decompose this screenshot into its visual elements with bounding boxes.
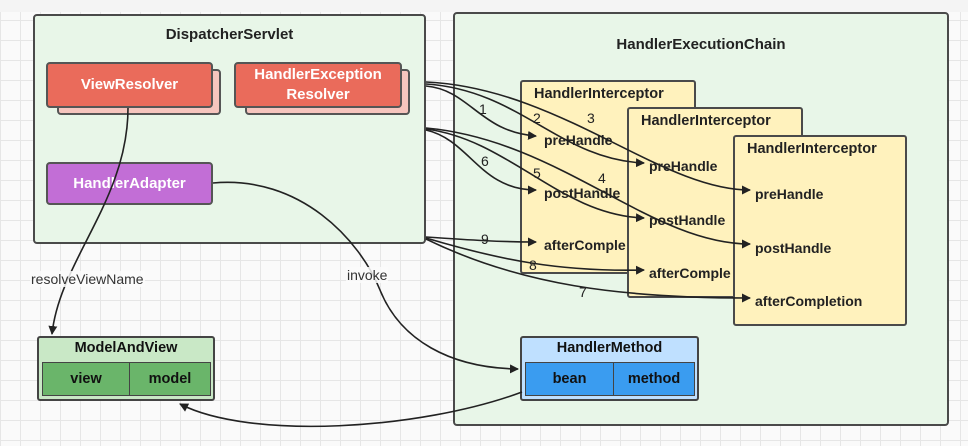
step-number-6: 6 xyxy=(481,153,489,169)
handler-method-method-cell: method xyxy=(613,362,695,396)
handler-interceptor-3: HandlerInterceptor preHandle postHandle … xyxy=(733,135,907,326)
model-and-view-view-cell: view xyxy=(42,362,130,396)
view-resolver-label: ViewResolver xyxy=(80,76,179,93)
step-number-4: 4 xyxy=(598,170,606,186)
interceptor-2-aftercompletion: afterComple xyxy=(649,265,731,281)
step-number-5: 5 xyxy=(533,165,541,181)
view-resolver-box: ViewResolver xyxy=(46,62,213,108)
handler-interceptor-1-title: HandlerInterceptor xyxy=(534,86,664,102)
interceptor-2-posthandle: postHandle xyxy=(649,212,726,228)
interceptor-2-prehandle: preHandle xyxy=(649,158,718,174)
step-number-1: 1 xyxy=(479,101,487,117)
handler-method-box: HandlerMethod bean method xyxy=(520,336,699,401)
resolve-view-name-label: resolveViewName xyxy=(30,271,145,287)
top-shade xyxy=(0,0,968,12)
handler-method-title: HandlerMethod xyxy=(556,340,663,356)
handler-method-bean-cell: bean xyxy=(525,362,614,396)
model-and-view-box: ModelAndView view model xyxy=(37,336,215,401)
handler-interceptor-3-title: HandlerInterceptor xyxy=(747,141,877,157)
model-and-view-model-cell: model xyxy=(129,362,211,396)
interceptor-3-prehandle: preHandle xyxy=(755,186,824,202)
step-number-3: 3 xyxy=(587,110,595,126)
interceptor-1-aftercompletion: afterComple xyxy=(544,237,626,253)
dispatcher-servlet-container: DispatcherServlet xyxy=(33,14,426,244)
handler-interceptor-2-title: HandlerInterceptor xyxy=(641,113,771,129)
invoke-label: invoke xyxy=(346,267,389,283)
exception-resolver-line2: Resolver xyxy=(286,86,350,103)
exception-resolver-box: HandlerException Resolver xyxy=(234,62,402,108)
step-number-8: 8 xyxy=(529,257,537,273)
interceptor-3-posthandle: postHandle xyxy=(755,240,832,256)
handler-adapter-label: HandlerAdapter xyxy=(73,175,186,192)
exception-resolver-line1: HandlerException xyxy=(254,66,382,83)
model-and-view-title: ModelAndView xyxy=(74,340,178,356)
interceptor-3-aftercompletion: afterCompletion xyxy=(755,293,863,309)
interceptor-1-posthandle: postHandle xyxy=(544,185,621,201)
step-number-9: 9 xyxy=(481,231,489,247)
handler-adapter-box: HandlerAdapter xyxy=(46,162,213,205)
dispatcher-servlet-title: DispatcherServlet xyxy=(165,26,294,43)
step-number-2: 2 xyxy=(533,110,541,126)
handler-execution-chain-title: HandlerExecutionChain xyxy=(616,36,786,53)
step-number-7: 7 xyxy=(579,284,587,300)
interceptor-1-prehandle: preHandle xyxy=(544,132,613,148)
